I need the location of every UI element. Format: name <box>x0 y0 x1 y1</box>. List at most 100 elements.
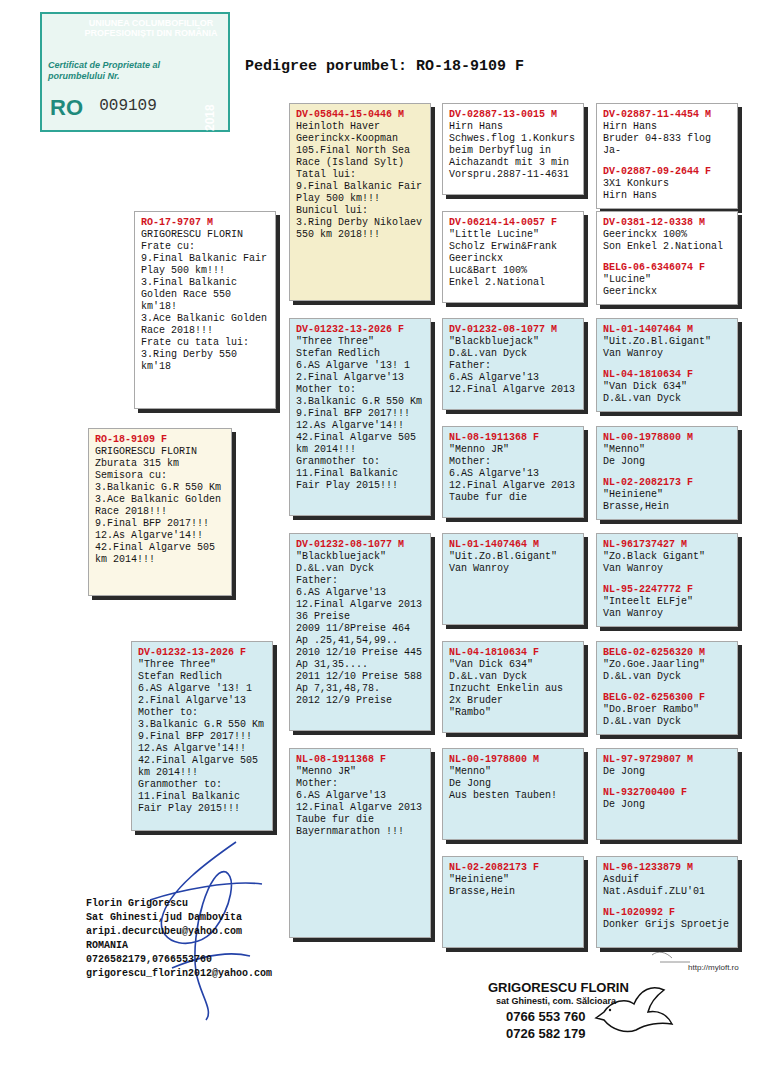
ring-number: NL-01-1407464 M <box>603 324 732 336</box>
pigeon-box: DV-06214-14-0057 F"Little Lucine"Scholz … <box>442 211 584 303</box>
pigeon-note: Nat.Asduif.ZLU'01 <box>603 886 732 898</box>
pigeon-note: "Uit.Zo.Bl.Gigant" <box>449 551 578 563</box>
ring-number: BELG-06-6346074 F <box>603 262 732 274</box>
pigeon-note: Stefan Redlich <box>138 671 267 683</box>
pigeon-box: NL-961737427 M"Zo.Black Gigant" Van Wanro… <box>596 533 738 627</box>
pigeon-box: NL-01-1407464 M"Uit.Zo.Bl.Gigant"Van Wan… <box>442 533 584 625</box>
pigeon-note: Semisora cu: <box>95 470 226 482</box>
pigeon-note: Mother to: <box>296 384 425 396</box>
pigeon-box: NL-04-1810634 F"Van Dick 634"D.&L.van Dy… <box>442 641 584 733</box>
pigeon-note: 2.Final Algarve'13 <box>296 372 425 384</box>
pigeon-note: "Blackbluejack" <box>296 551 425 563</box>
ring-number: DV-06214-14-0057 F <box>449 217 578 229</box>
pigeon-note: 6.AS Algarve'13 <box>449 468 578 480</box>
stamp-text: 009109 <box>90 96 166 116</box>
pigeon-note: Heinloth Haver <box>296 121 425 133</box>
ring-number: BELG-02-6256300 F <box>603 692 732 704</box>
dove-eye <box>609 1009 611 1011</box>
loft-stamp-text: 0726 582 179 <box>506 1026 586 1041</box>
pigeon-note: Geerinckx <box>603 286 732 298</box>
pigeon-note: Stefan Redlich <box>296 348 425 360</box>
pigeon-note: "Zo.Black Gigant" <box>603 551 732 563</box>
pigeon-note: 6.AS Algarve '13! 1 <box>138 683 267 695</box>
pigeon-note: 3X1 Konkurs <box>603 178 732 190</box>
pigeon-note: 9.Final Balkanic Fair Play 500 km!!! <box>141 253 270 277</box>
breeder-address: 0726582179,0766553760 <box>86 954 212 966</box>
pigeon-note: Tatal lui: <box>296 169 425 181</box>
pigeon-note: Brasse,Hein <box>603 501 732 513</box>
ring-number: NL-00-1978800 M <box>449 754 578 766</box>
pigeon-note: 6.AS Algarve'13 <box>296 587 425 599</box>
pigeon-note: Aus besten Tauben! <box>449 790 578 802</box>
stamp-text: Certificat de Proprietate al porumbelulu… <box>48 60 198 82</box>
page-title: Pedigree porumbel: RO-18-9109 F <box>245 58 524 76</box>
pigeon-note: 3.Balkanic G.R 550 Km <box>138 719 267 731</box>
pigeon-note: 11.Final Balkanic Fair Play 2015!!! <box>138 791 267 815</box>
ring-number: NL-1020992 F <box>603 907 732 919</box>
pigeon-note: "Zo.Goe.Jaarling" <box>603 659 732 671</box>
pigeon-note: Zburata 315 km <box>95 458 226 470</box>
pigeon-note: 42.Final Algarve 505 km 2014!!! <box>296 432 425 456</box>
pigeon-note: D.&L.van Dyck <box>449 348 578 360</box>
pigeon-note: Asduif <box>603 874 732 886</box>
ring-number: NL-01-1407464 M <box>449 539 578 551</box>
stamp-text: 2018 <box>203 95 217 131</box>
pigeon-note: GRIGORESCU FLORIN <box>95 446 226 458</box>
loft-stamp-text: 0766 553 760 <box>506 1009 586 1024</box>
pigeon-note: "Uit.Zo.Bl.Gigant" <box>603 336 732 348</box>
pigeon-note: 9.Final BFP 2017!!! <box>95 518 226 530</box>
pigeon-note: 2010 12/10 Preise 445 Ap 31,35.... <box>296 647 425 671</box>
pigeon-note: "Blackbluejack" <box>449 336 578 348</box>
pigeon-box: DV-02887-11-4454 MHirn HansBruder 04-833… <box>596 103 738 209</box>
pigeon-note: 3.Ring Derby Nikolaev 550 km 2018!!! <box>296 217 425 241</box>
website-note: http://myloft.ro <box>688 963 739 972</box>
pigeon-note: 12.Final Algarve 2013 <box>449 384 578 396</box>
pigeon-note: 3.Ace Balkanic Golden Race 2018!!! <box>95 494 226 518</box>
pigeon-note: Geerinckx-Koopman <box>296 133 425 145</box>
pigeon-note: Mother: <box>296 778 425 790</box>
ring-number: NL-96-1233879 M <box>603 862 732 874</box>
pigeon-note: Hirn Hans <box>603 121 732 133</box>
loft-stamp-text: GRIGORESCU FLORIN <box>488 980 629 995</box>
pigeon-note: De Jong <box>603 799 732 811</box>
ring-number: DV-02887-09-2644 F <box>603 166 732 178</box>
stamp-text: RO <box>50 96 90 120</box>
pigeon-note: Bunicul lui: <box>296 205 425 217</box>
pigeon-note: 3.Final Balkanic Golden Race 550 km'18! <box>141 277 270 313</box>
ring-number: NL-04-1810634 F <box>449 647 578 659</box>
pigeon-note: 2012 12/9 Preise <box>296 695 425 707</box>
ring-number: DV-02887-13-0015 M <box>449 109 578 121</box>
pigeon-note: Van Wanroy <box>449 563 578 575</box>
pigeon-note: Father: <box>449 360 578 372</box>
pigeon-box: NL-08-1911368 F"Menno JR"Mother:6.AS Alg… <box>442 426 584 518</box>
pigeon-note: D.&L.van Dyck <box>603 716 732 728</box>
ring-number: RO-17-9707 M <box>141 217 270 229</box>
stamp-text: UNIUNEA COLUMBOFILILOR PROFESIONIȘTI DIN… <box>76 18 226 38</box>
ring-number: DV-01232-08-1077 M <box>449 324 578 336</box>
pigeon-box: DV-02887-13-0015 MHirn HansSchwes.flog 1… <box>442 103 584 195</box>
ring-number: NL-961737427 M <box>603 539 732 551</box>
pigeon-note: 9.Final Balkanic Fair Play 500 km!!! <box>296 181 425 205</box>
pigeon-note: 12.Final Algarve 2013 <box>296 802 425 814</box>
initials <box>652 952 690 962</box>
pigeon-box: NL-08-1911368 F"Menno JR"Mother:6.AS Alg… <box>289 748 431 938</box>
pigeon-note: 105.Final North Sea Race (Island Sylt) <box>296 145 425 169</box>
pigeon-box: DV-01232-08-1077 M"Blackbluejack"D.&L.va… <box>289 533 431 731</box>
pigeon-note: "Heiniene" <box>449 874 578 886</box>
ring-number: DV-05844-15-0446 M <box>296 109 425 121</box>
pigeon-note: "Lucine" <box>603 274 732 286</box>
pigeon-note: Luc&Bart 100% <box>449 265 578 277</box>
pigeon-note: D.&L.van Dyck <box>449 671 578 683</box>
pigeon-note: 2009 11/8Preise 464 Ap .25,41,54,99.. <box>296 623 425 647</box>
pigeon-note: 2011 12/10 Preise 588 Ap 7,31,48,78. <box>296 671 425 695</box>
pigeon-note: 6.AS Algarve '13! 1 <box>296 360 425 372</box>
pigeon-note: Geerinckx 100% <box>603 229 732 241</box>
pigeon-note: 12.As Algarve'14!! <box>95 530 226 542</box>
pigeon-note: Van Wanroy <box>603 608 732 620</box>
pigeon-note: Mother to: <box>138 707 267 719</box>
pigeon-box: NL-97-9729807 MDe JongNL-932700400 FDe J… <box>596 748 738 840</box>
pigeon-note: Hirn Hans <box>603 190 732 202</box>
pigeon-note: "Three Three" <box>138 659 267 671</box>
pigeon-note: "Menno" <box>449 766 578 778</box>
pigeon-note: 2.Final Algarve'13 <box>138 695 267 707</box>
